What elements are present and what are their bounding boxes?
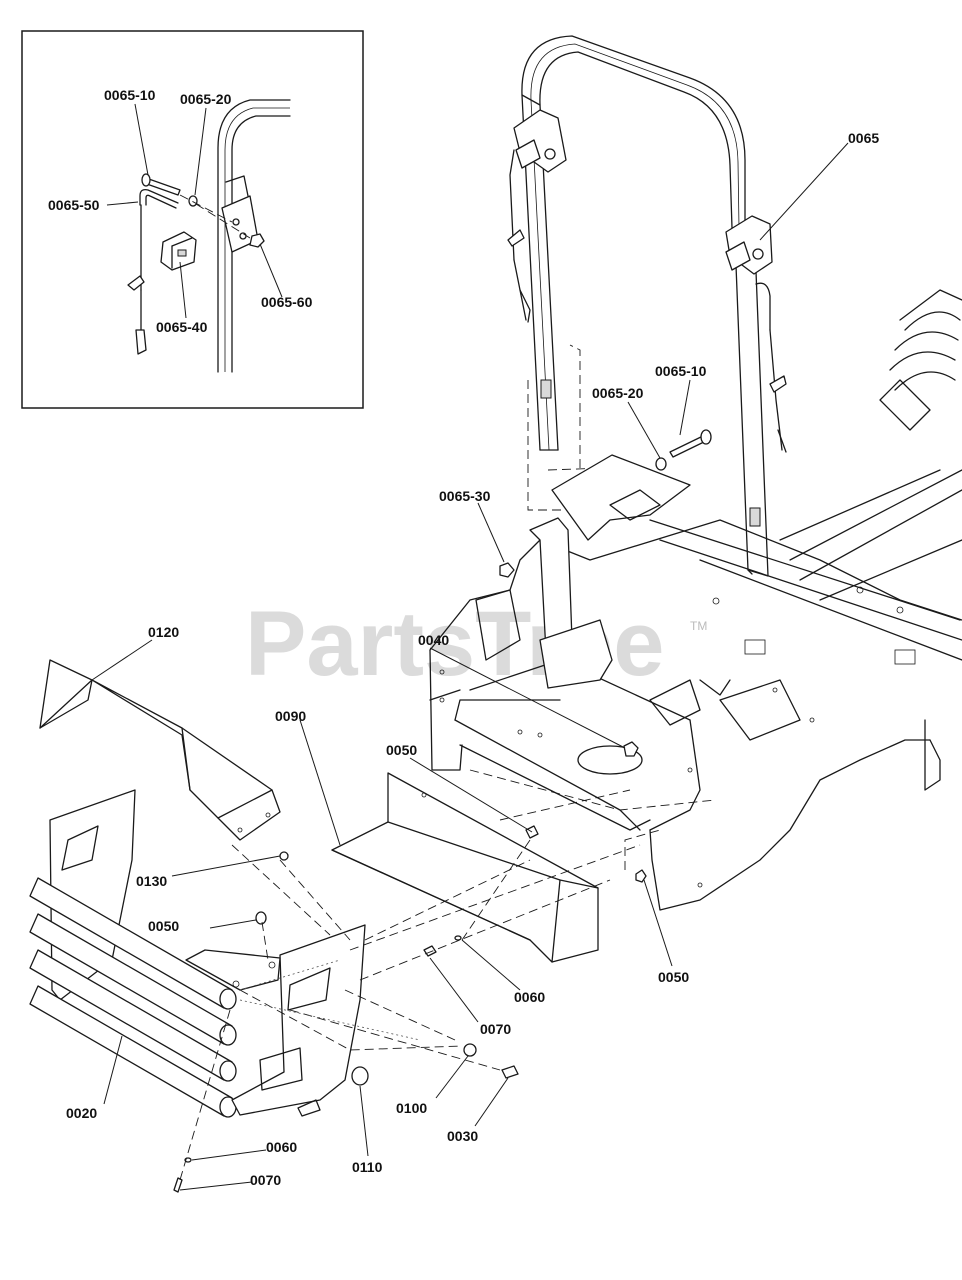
bumper-bars [29, 877, 237, 1118]
callout-0060-tray: 0060 [514, 989, 545, 1005]
inset-callout-0065-10: 0065-10 [104, 87, 156, 103]
part-0120 [39, 659, 289, 861]
watermark: PartsTree TM [245, 593, 707, 695]
inset-frame [21, 30, 364, 409]
callout-0110: 0110 [352, 1159, 383, 1175]
inset-knob [160, 231, 197, 271]
callout-0050-frame: 0050 [658, 969, 689, 985]
alignment-lines [179, 789, 641, 1181]
inset-detail: 0065-10 0065-20 0065-50 0065-40 0065-60 [21, 30, 364, 409]
callout-0120: 0120 [148, 624, 179, 640]
inset-hitch-pin [127, 188, 179, 355]
callout-0070-tray: 0070 [480, 1021, 511, 1037]
callout-0100: 0100 [396, 1100, 427, 1116]
inset-rops-tube [217, 99, 291, 373]
callout-0040: 0040 [418, 632, 449, 648]
inset-callout-0065-20: 0065-20 [180, 91, 232, 107]
callout-0065-10: 0065-10 [655, 363, 707, 379]
inset-nut [249, 233, 265, 248]
inset-callout-0065-40: 0065-40 [156, 319, 208, 335]
callout-0070-bumper: 0070 [250, 1172, 281, 1188]
inset-callout-0065-60: 0065-60 [261, 294, 313, 310]
callout-0020: 0020 [66, 1105, 97, 1121]
callout-0050-bumper: 0050 [148, 918, 179, 934]
callouts: 0065 0065-10 0065-20 0065-30 0040 0050 0… [66, 130, 879, 1188]
callout-0065: 0065 [848, 130, 879, 146]
callout-0060-bumper: 0060 [266, 1139, 297, 1155]
inset-bolt [141, 173, 181, 196]
callout-0065-20: 0065-20 [592, 385, 644, 401]
hardware-cluster [423, 935, 519, 1079]
callout-0130: 0130 [136, 873, 167, 889]
part-0020 [29, 789, 369, 1193]
callout-0065-30: 0065-30 [439, 488, 491, 504]
inset-washer [188, 195, 198, 207]
callout-0090: 0090 [275, 708, 306, 724]
watermark-trademark: TM [690, 619, 707, 633]
part-0090 [331, 772, 599, 963]
chassis-frame [429, 289, 962, 911]
inset-callout-0065-50: 0065-50 [48, 197, 100, 213]
callout-0030: 0030 [447, 1128, 478, 1144]
callout-0050-tray: 0050 [386, 742, 417, 758]
leaders [91, 142, 849, 1191]
